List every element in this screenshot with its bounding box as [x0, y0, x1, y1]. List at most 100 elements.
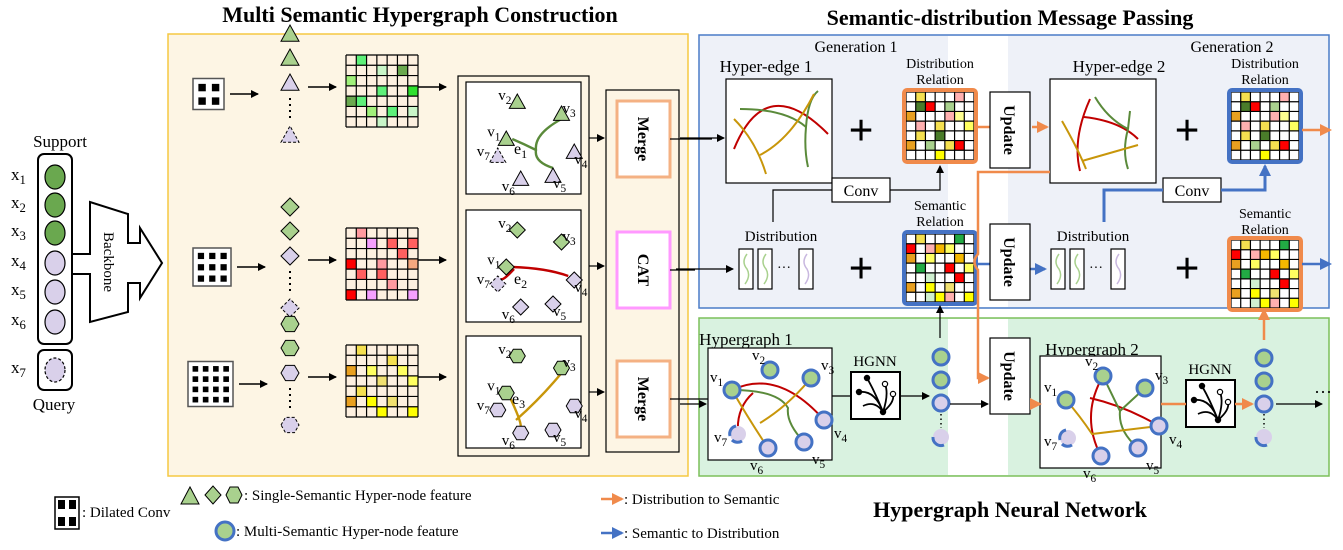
matrix-cell	[1279, 92, 1290, 102]
matrix-cell	[906, 282, 916, 293]
hyperedge-box	[1049, 78, 1157, 184]
diamond-node-v2	[508, 221, 527, 239]
matrix-cell	[944, 140, 955, 151]
multi-semantic-node-v2	[760, 360, 780, 380]
fusion-column	[605, 89, 680, 453]
multi-semantic-node-v5	[1128, 438, 1148, 458]
hexagon-node-v6	[512, 425, 530, 441]
matrix-border	[1227, 88, 1303, 164]
hgnn-label: HGNN	[853, 354, 896, 370]
matrix-cell	[397, 365, 408, 376]
hyperedge-label: e3	[512, 391, 525, 411]
diamond-node-icon	[280, 246, 300, 266]
construction-branch-3	[187, 315, 447, 434]
feature-matrix-2	[345, 227, 419, 301]
node-label-v6: v6	[502, 179, 516, 198]
distribution-strip	[1050, 248, 1066, 290]
matrix-cell	[346, 75, 357, 86]
hypergraph-title: Hypergraph 2	[1045, 340, 1139, 359]
node-label-v3: v3	[563, 229, 577, 248]
dilated-conv-kernel	[209, 275, 216, 282]
matrix-cell	[925, 101, 936, 112]
node-label-v5: v5	[553, 430, 567, 449]
matrix-cell	[906, 140, 916, 151]
hyperedge-curve-yellow	[733, 93, 815, 175]
sample-x7-node	[44, 357, 66, 383]
hyperedge-curve-green	[739, 108, 807, 128]
output-node-ring	[931, 436, 945, 448]
matrix-cell	[407, 238, 418, 249]
matrix-cell	[1279, 240, 1290, 250]
hexagon-node-icon	[280, 364, 300, 382]
output-node	[931, 393, 951, 413]
plus-icon: +	[1174, 244, 1199, 293]
triangle-node-icon	[280, 72, 300, 91]
triangle-node-v4	[565, 142, 584, 159]
matrix-cell	[397, 65, 408, 76]
matrix-cell	[1240, 269, 1251, 279]
matrix-cell	[1250, 140, 1261, 151]
matrix-cell	[915, 121, 926, 131]
hypergraph-title: Hypergraph 1	[699, 330, 793, 349]
matrix-cell	[1260, 150, 1270, 160]
matrix-cell	[925, 243, 936, 254]
diamond-node-icon	[280, 221, 300, 241]
matrix-cell	[376, 258, 388, 270]
node-label-v2: v2	[498, 342, 511, 361]
matrix-cell	[407, 258, 418, 270]
sample-label-x5: x5	[11, 280, 26, 302]
node-label-v1: v1	[487, 252, 500, 271]
matrix-cell	[1269, 269, 1280, 279]
matrix-cell	[925, 253, 936, 264]
matrix-cell	[1269, 140, 1280, 151]
node-label-v3: v3	[563, 355, 577, 374]
conv-label: Conv	[1175, 183, 1210, 200]
dilated-conv-kernel	[211, 83, 220, 92]
update-box-2	[989, 223, 1031, 301]
output-node	[1254, 348, 1274, 368]
dilated-conv-kernel	[192, 366, 199, 372]
triangle-node-icon	[280, 23, 300, 42]
triangle-node-v7	[488, 146, 507, 163]
matrix-cell	[1240, 130, 1251, 141]
dilated-conv-kernel	[197, 275, 205, 282]
distribution-ellipsis: ···	[1089, 261, 1103, 276]
relation-title: Relation	[916, 73, 963, 88]
hyperedge-curve-yellow	[1061, 120, 1139, 170]
node-label-v4: v4	[574, 280, 588, 299]
diamond-node-v4	[565, 271, 583, 289]
node-label-v1: v1	[710, 370, 723, 389]
matrix-cell	[1269, 288, 1280, 299]
node-label-v4: v4	[834, 426, 848, 445]
matrix-cell	[964, 121, 974, 131]
matrix-cell	[1250, 259, 1261, 270]
matrix-cell	[935, 243, 945, 254]
matrix-cell	[954, 272, 965, 283]
multi-semantic-node-ring	[1058, 428, 1073, 448]
matrix-cell	[1231, 140, 1241, 151]
hyperedge-1	[511, 117, 563, 170]
multi-semantic-node-v2	[1093, 366, 1113, 386]
multi-semantic-node-v4	[1149, 416, 1169, 436]
matrix-cell	[346, 365, 357, 376]
hgnn-neuron	[1198, 382, 1206, 390]
matrix-cell	[1279, 278, 1290, 289]
distribution-strip	[1069, 248, 1085, 290]
matrix-cell	[1269, 249, 1280, 260]
matrix-cell	[356, 96, 367, 107]
dilated-conv-kernel	[211, 97, 220, 105]
dilated-conv-kernel	[198, 97, 206, 105]
matrix-cell	[376, 85, 388, 97]
dilated-conv-kernel	[192, 376, 199, 382]
hexagon-node-v3	[552, 360, 571, 376]
matrix-cell	[1279, 140, 1290, 151]
triangle-node-icon	[280, 47, 300, 66]
fusion-cat-2: CAT	[615, 230, 695, 310]
matrix-cell	[1279, 259, 1290, 270]
hgnn-neuron	[1214, 416, 1222, 424]
relation-title: Relation	[1241, 223, 1288, 238]
hgnn-neuron	[863, 374, 871, 382]
